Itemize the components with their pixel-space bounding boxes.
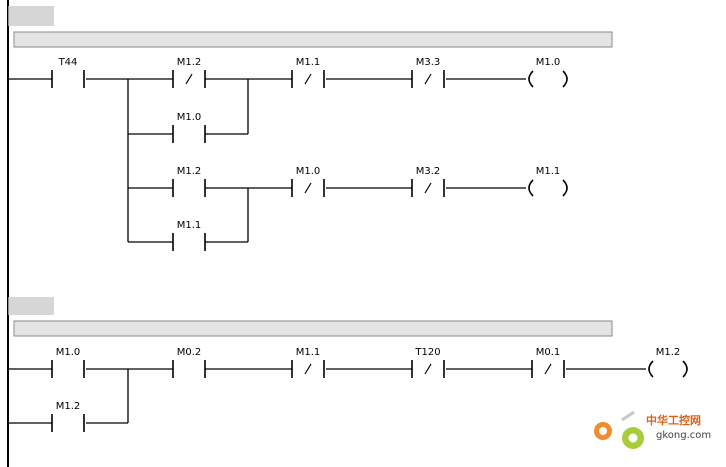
contact-m1-1[interactable]: M1.1 [291, 347, 325, 378]
contact-label: T44 [58, 57, 78, 68]
network-1-comment-bar [13, 31, 613, 48]
contact-m0-1[interactable]: M0.1 [531, 347, 565, 378]
contact-label: M3.3 [416, 57, 441, 68]
wires [8, 78, 646, 424]
contact-label: M3.2 [416, 166, 441, 177]
coil-m1-0[interactable]: M1.0 [528, 57, 568, 88]
network-2-comment-bar [13, 320, 613, 337]
negation-slash [544, 363, 552, 375]
negation-slash [424, 182, 432, 194]
watermark: 中华工控网 gkong.com [594, 410, 711, 449]
contact-label: M1.1 [177, 220, 202, 231]
coil-label: M1.2 [656, 347, 681, 358]
contact-label: T120 [414, 347, 440, 358]
contact-label: M1.2 [177, 57, 202, 68]
watermark-domain: gkong.com [656, 430, 711, 441]
contact-m1-0[interactable]: M1.0 [291, 166, 325, 197]
contact-m1-0[interactable]: M1.0 [51, 347, 85, 378]
negation-slash [304, 182, 312, 194]
coil-label: M1.1 [536, 166, 561, 177]
negation-slash [304, 73, 312, 85]
contact-label: M1.2 [56, 401, 81, 412]
contact-t44[interactable]: T44 [51, 57, 85, 88]
contact-m3-2[interactable]: M3.2 [411, 166, 445, 197]
wrench-icon [621, 410, 635, 422]
contact-m3-3[interactable]: M3.3 [411, 57, 445, 88]
watermark-brand: 中华工控网 [646, 413, 701, 427]
contact-label: M0.1 [536, 347, 561, 358]
contact-label: M1.2 [177, 166, 202, 177]
contact-label: M1.1 [296, 57, 321, 68]
contact-m1-2[interactable]: M1.2 [172, 57, 206, 88]
contact-t120[interactable]: T120 [411, 347, 445, 378]
network-1-title-blur [8, 6, 54, 26]
contact-label: M1.0 [56, 347, 81, 358]
coil-m1-1[interactable]: M1.1 [528, 166, 568, 197]
contact-label: M1.0 [296, 166, 321, 177]
negation-slash [185, 73, 193, 85]
branch-contact-m1-1[interactable]: M1.1 [172, 220, 206, 251]
contact-label: M1.0 [177, 112, 202, 123]
coil-m1-2[interactable]: M1.2 [648, 347, 688, 378]
negation-slash [424, 73, 432, 85]
negation-slash [304, 363, 312, 375]
negation-slash [424, 363, 432, 375]
branch-contact-m1-2[interactable]: M1.2 [51, 401, 85, 432]
coil-label: M1.0 [536, 57, 561, 68]
contact-m1-2[interactable]: M1.2 [172, 166, 206, 197]
branch-contact-m1-0[interactable]: M1.0 [172, 112, 206, 143]
contact-m1-1[interactable]: M1.1 [291, 57, 325, 88]
contact-label: M0.2 [177, 347, 202, 358]
contact-m0-2[interactable]: M0.2 [172, 347, 206, 378]
network-2-title-blur [8, 297, 54, 315]
contact-label: M1.1 [296, 347, 321, 358]
